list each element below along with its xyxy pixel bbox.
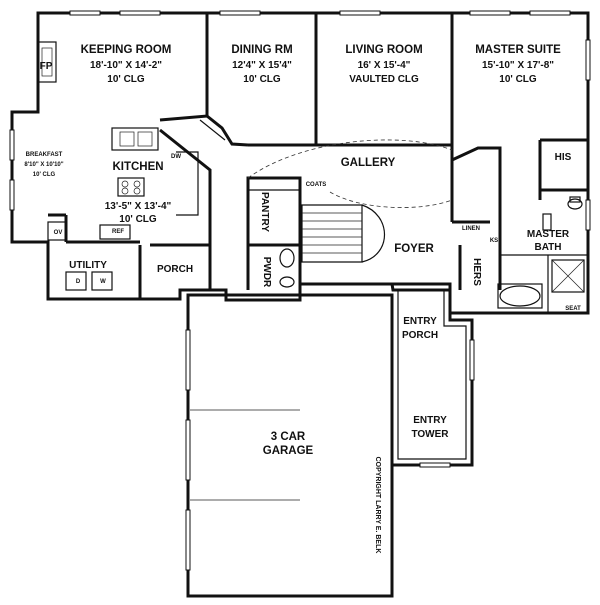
kitchen-size: 13'-5" X 13'-4" (105, 201, 172, 212)
breakfast-name: BREAKFAST (26, 152, 63, 158)
porch-label: PORCH (157, 264, 193, 275)
breakfast-size: 8'10" X 10'10" (24, 162, 63, 168)
keeping-room-name: KEEPING ROOM (81, 44, 172, 56)
entry-tower-line2: TOWER (411, 429, 449, 440)
dining-room-ceiling: 10' CLG (243, 74, 281, 85)
breakfast-ceiling: 10' CLG (33, 172, 56, 178)
garage-line1: 3 CAR (271, 431, 306, 443)
keeping-room-ceiling: 10' CLG (107, 74, 145, 85)
entry-tower-line1: ENTRY (413, 415, 447, 426)
breakfast-room: BREAKFAST 8'10" X 10'10" 10' CLG (24, 152, 63, 178)
dining-room-name: DINING RM (231, 44, 292, 56)
living-room: LIVING ROOM 16' X 15'-4" VAULTED CLG (345, 44, 422, 85)
staircase (301, 204, 385, 263)
dryer-label: D (76, 279, 81, 285)
kitchen-island (111, 127, 159, 151)
ks-label: KS (490, 238, 498, 244)
garage-wall (186, 293, 394, 598)
copyright-text: COPYRIGHT LARRY E. BELK (374, 457, 381, 554)
gallery-label: GALLERY (341, 157, 396, 169)
kitchen: KITCHEN 13'-5" X 13'-4" 10' CLG (105, 161, 172, 225)
pwdr-label: PWDR (261, 257, 272, 288)
master-bath-line1: MASTER (527, 229, 570, 240)
linen-label: LINEN (462, 226, 480, 232)
hers-closet-label: HERS (471, 258, 482, 286)
master-suite-ceiling: 10' CLG (499, 74, 537, 85)
master-suite: MASTER SUITE 15'-10" X 17'-8" 10' CLG (475, 44, 561, 85)
bathtub (499, 285, 541, 307)
dining-room: DINING RM 12'4" X 15'4" 10' CLG (231, 44, 292, 85)
garage-line2: GARAGE (263, 445, 314, 457)
entry-porch-line1: ENTRY (403, 316, 437, 327)
foyer-label: FOYER (394, 243, 434, 255)
living-room-ceiling: VAULTED CLG (349, 74, 419, 85)
kitchen-name: KITCHEN (112, 161, 163, 173)
refrigerator-label: REF (112, 229, 124, 235)
fireplace: FP (37, 41, 57, 83)
dining-room-size: 12'4" X 15'4" (232, 60, 292, 71)
shower-seat-label: SEAT (565, 306, 581, 312)
washer-label: W (100, 279, 106, 285)
entry-porch-line2: PORCH (402, 330, 438, 341)
entry-tower-wall (392, 282, 474, 467)
cooktop (117, 177, 145, 197)
his-closet-label: HIS (555, 152, 572, 163)
master-suite-size: 15'-10" X 17'-8" (482, 60, 554, 71)
master-bath-line2: BATH (534, 242, 561, 253)
fireplace-label: FP (40, 61, 53, 72)
utility-label: UTILITY (69, 260, 107, 271)
keeping-room-size: 18'-10" X 14'-2" (90, 60, 162, 71)
living-room-size: 16' X 15'-4" (358, 60, 411, 71)
master-bath: MASTER BATH (527, 229, 570, 253)
pantry-label: PANTRY (259, 192, 270, 232)
oven-label: OV (54, 230, 63, 236)
dishwasher-label: DW (171, 154, 181, 160)
coats-label: COATS (306, 182, 327, 188)
keeping-room: KEEPING ROOM 18'-10" X 14'-2" 10' CLG (81, 44, 172, 85)
living-room-name: LIVING ROOM (345, 44, 422, 56)
kitchen-ceiling: 10' CLG (119, 214, 157, 225)
master-suite-name: MASTER SUITE (475, 44, 561, 56)
